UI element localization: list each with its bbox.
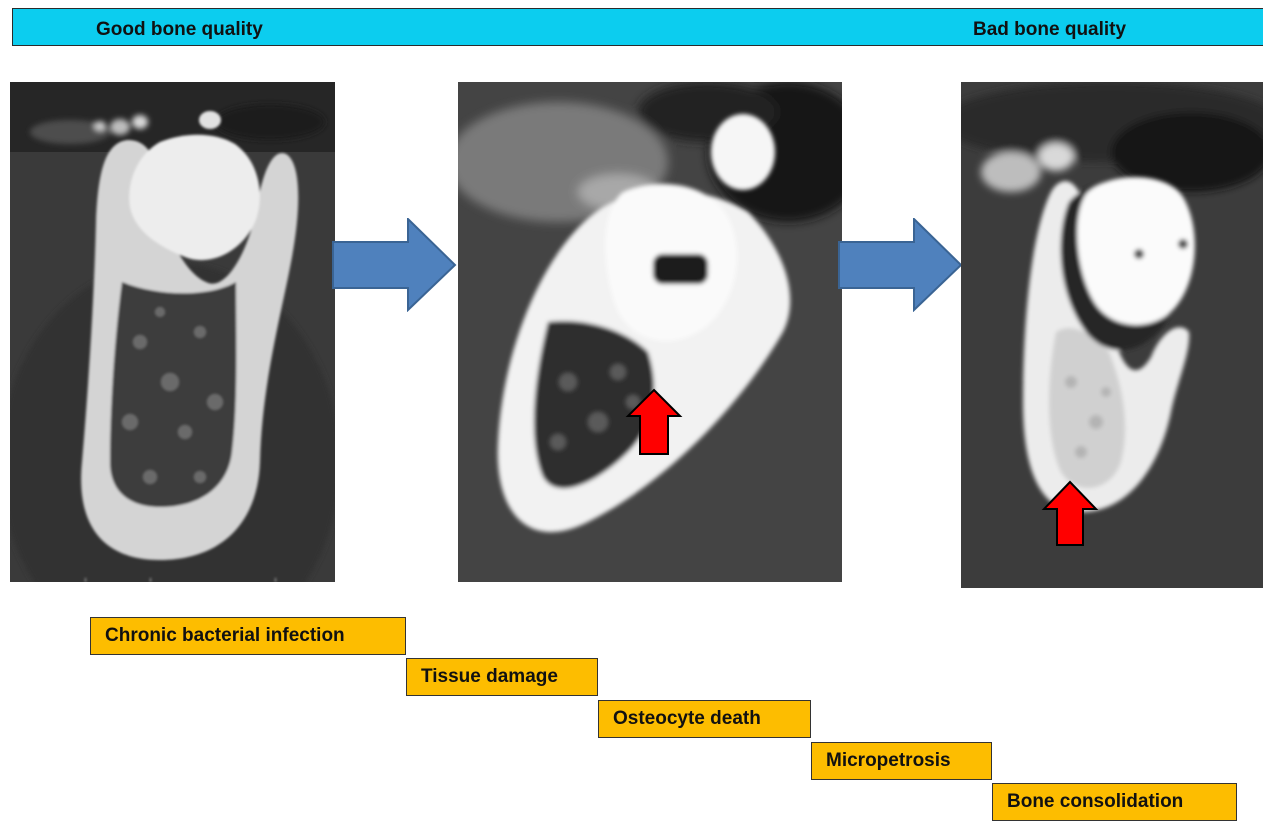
step-bone-consolidation: Bone consolidation — [992, 783, 1237, 821]
step-osteocyte-death: Osteocyte death — [598, 700, 811, 738]
good-bone-quality-label: Good bone quality — [96, 19, 263, 41]
bad-bone-quality-label: Bad bone quality — [973, 19, 1126, 41]
progression-arrow-icon — [332, 218, 457, 312]
step-tissue-damage: Tissue damage — [406, 658, 598, 696]
step-chronic-bacterial-infection: Chronic bacterial infection — [90, 617, 406, 655]
quality-scale-banner: Good bone quality Bad bone quality — [12, 8, 1263, 46]
ct-scan-good — [10, 82, 335, 582]
step-micropetrosis: Micropetrosis — [811, 742, 992, 780]
ct-scan-intermediate — [458, 82, 842, 582]
ct-scan-bad — [961, 82, 1263, 588]
progression-arrow-icon — [838, 218, 963, 312]
